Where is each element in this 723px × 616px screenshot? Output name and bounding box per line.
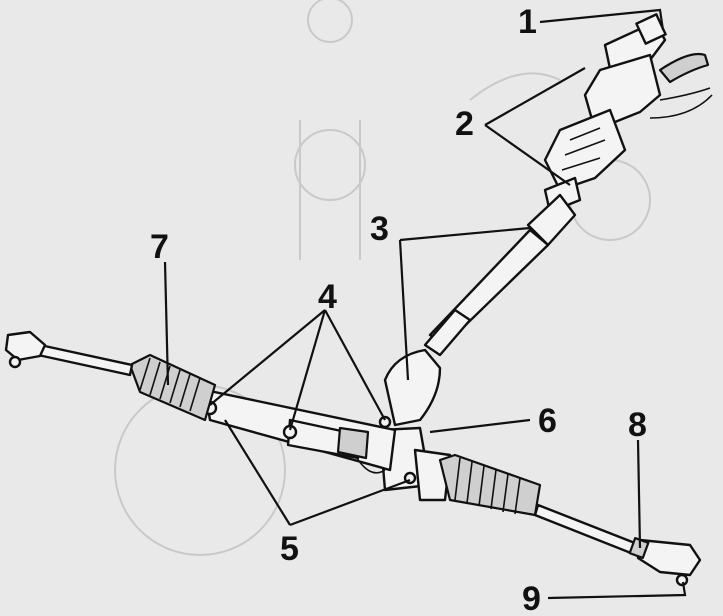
leader-7 (163, 261, 170, 386)
pinion-housing (378, 348, 452, 502)
callout-6: 6 (538, 402, 557, 440)
leader-4b (288, 309, 327, 431)
leader-9 (547, 581, 687, 600)
leader-4a (209, 309, 326, 406)
callout-9: 9 (522, 580, 541, 616)
callout-1: 1 (518, 3, 537, 41)
leader-5b (289, 478, 411, 527)
right-tie-rod (533, 503, 702, 587)
intermediate-shaft (423, 193, 577, 357)
left-boot (128, 353, 217, 422)
leader-2a (484, 67, 586, 126)
callout-7: 7 (150, 228, 169, 266)
leader-4c (324, 309, 386, 421)
leader-2b (484, 124, 571, 186)
leader-1 (539, 8, 665, 31)
callout-5: 5 (280, 530, 299, 568)
callout-8: 8 (628, 406, 647, 444)
leader-5a (224, 419, 291, 526)
leader-lines (163, 8, 687, 600)
rack-housing (202, 388, 417, 485)
callout-labels: 1 2 3 4 5 6 7 8 9 (150, 3, 647, 616)
left-tie-rod (4, 330, 134, 377)
leader-3a (399, 226, 531, 242)
leader-6 (429, 418, 531, 434)
callout-3: 3 (370, 210, 389, 248)
leader-8 (636, 439, 642, 549)
leader-3b (398, 239, 410, 381)
steering-column (543, 13, 713, 214)
callout-2: 2 (455, 105, 474, 143)
right-boot (438, 453, 542, 517)
callout-4: 4 (318, 278, 337, 316)
